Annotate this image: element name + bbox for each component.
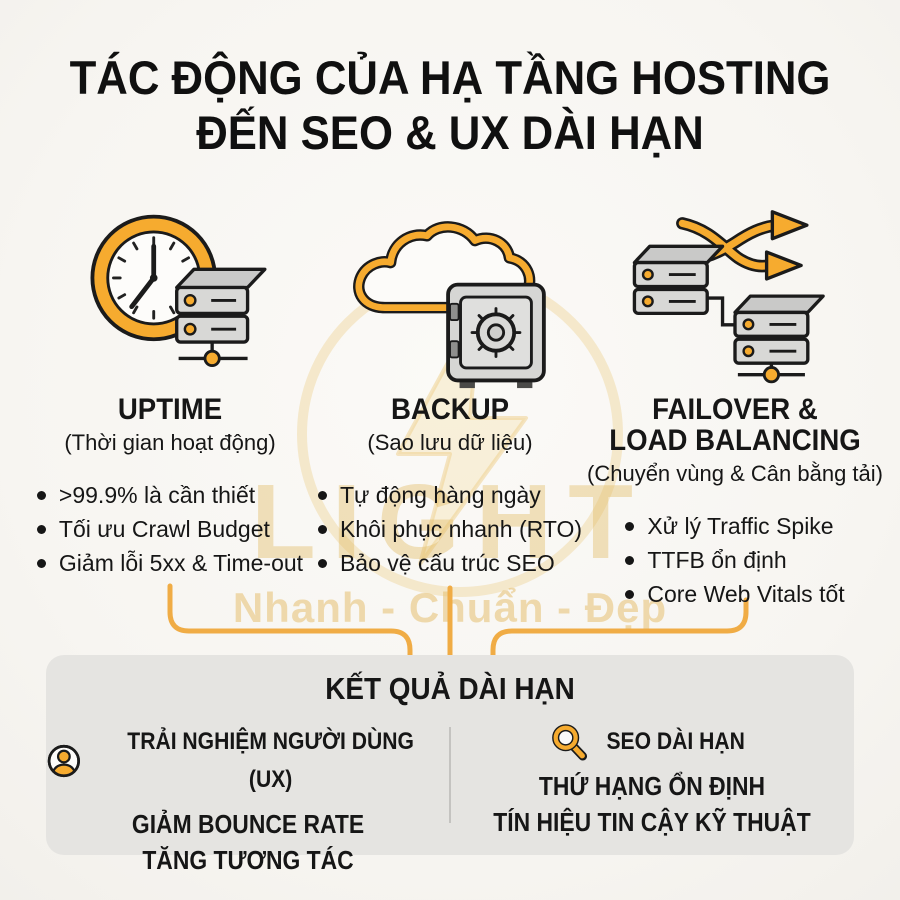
failover-bullet-list: Xử lý Traffic Spike TTFB ổn định Core We… <box>625 509 845 611</box>
list-item: Core Web Vitals tốt <box>625 577 845 611</box>
backup-heading: BACKUP <box>390 393 510 426</box>
ux-line1: GIẢM BOUNCE RATE <box>131 809 365 839</box>
page-title: TÁC ĐỘNG CỦA HẠ TẦNG HOSTING ĐẾN SEO & U… <box>32 50 869 160</box>
list-item: TTFB ổn định <box>625 543 844 577</box>
bullet-text: Xử lý Traffic Spike <box>647 513 834 539</box>
ux-lines: GIẢM BOUNCE RATE TĂNG TƯƠNG TÁC <box>46 806 450 878</box>
uptime-bullet-list: >99.9% là cần thiết Tối ưu Crawl Budget … <box>36 478 304 580</box>
result-grid: TRẢI NGHIỆM NGƯỜI DÙNG (UX) GIẢM BOUNCE … <box>46 723 854 878</box>
vertical-divider <box>449 727 451 823</box>
failover-heading: FAILOVER & <box>652 393 818 426</box>
result-panel: KẾT QUẢ DÀI HẠN TRẢI NGHIỆM NGƯỜI DÙNG (… <box>46 655 854 875</box>
column-backup: BACKUP (Sao lưu dữ liệu) Tự động hàng ng… <box>315 208 585 580</box>
ux-heading-row: TRẢI NGHIỆM NGƯỜI DÙNG (UX) <box>46 723 450 799</box>
bullet-dot-icon <box>36 558 46 568</box>
page-title-line1: TÁC ĐỘNG CỦA HẠ TẦNG HOSTING <box>69 51 831 104</box>
list-item: Tối ưu Crawl Budget <box>36 512 303 546</box>
column-failover: FAILOVER & LOAD BALANCING (Chuyển vùng &… <box>580 208 890 611</box>
cloud-safe-icon <box>315 208 585 394</box>
list-item: Xử lý Traffic Spike <box>625 509 844 543</box>
bullet-text: Tự động hàng ngày <box>339 482 541 508</box>
list-item: Khôi phục nhanh (RTO) <box>317 512 583 546</box>
failover-heading2: LOAD BALANCING <box>609 424 861 457</box>
column-uptime: UPTIME (Thời gian hoạt động) >99.9% là c… <box>25 208 315 580</box>
failover-servers-icon <box>580 208 890 394</box>
backup-bullet-list: Tự động hàng ngày Khôi phục nhanh (RTO) … <box>317 478 583 580</box>
list-item: Tự động hàng ngày <box>317 478 582 512</box>
result-seo-section: SEO DÀI HẠN THỨ HẠNG ỔN ĐỊNH TÍN HIỆU TI… <box>450 723 854 878</box>
bullet-text: Bảo vệ cấu trúc SEO <box>339 550 555 576</box>
bullet-dot-icon <box>625 589 635 599</box>
seo-heading: SEO DÀI HẠN <box>606 728 745 755</box>
seo-lines: THỨ HẠNG ỔN ĐỊNH TÍN HIỆU TIN CẬY KỸ THU… <box>450 768 854 840</box>
bullet-text: TTFB ổn định <box>647 547 787 573</box>
bullet-dot-icon <box>36 524 46 534</box>
seo-line2: TÍN HIỆU TIN CẬY KỸ THUẬT <box>493 807 811 837</box>
bullet-text: >99.9% là cần thiết <box>58 482 256 508</box>
bullet-text: Tối ưu Crawl Budget <box>58 516 270 542</box>
result-ux-section: TRẢI NGHIỆM NGƯỜI DÙNG (UX) GIẢM BOUNCE … <box>46 723 450 878</box>
ux-heading: TRẢI NGHIỆM NGƯỜI DÙNG (UX) <box>127 728 414 793</box>
user-icon <box>47 744 80 778</box>
bullet-text: Khôi phục nhanh (RTO) <box>339 516 583 542</box>
result-title: KẾT QUẢ DÀI HẠN <box>325 671 575 706</box>
list-item: Bảo vệ cấu trúc SEO <box>317 546 582 580</box>
ux-line2: TĂNG TƯƠNG TÁC <box>142 845 354 875</box>
seo-heading-row: SEO DÀI HẠN <box>450 723 854 761</box>
bullet-dot-icon <box>317 558 327 568</box>
failover-subtitle: (Chuyển vùng & Cân bằng tải) <box>587 461 883 486</box>
seo-line1: THỨ HẠNG ỔN ĐỊNH <box>538 771 766 801</box>
bullet-dot-icon <box>317 490 327 500</box>
bullet-dot-icon <box>625 521 635 531</box>
list-item: >99.9% là cần thiết <box>36 478 303 512</box>
bullet-dot-icon <box>36 490 46 500</box>
uptime-subtitle: (Thời gian hoạt động) <box>64 430 276 455</box>
bullet-text: Giảm lỗi 5xx & Time-out <box>58 550 304 576</box>
list-item: Giảm lỗi 5xx & Time-out <box>36 546 304 580</box>
clock-server-icon <box>25 208 315 394</box>
bullet-dot-icon <box>317 524 327 534</box>
bullet-dot-icon <box>625 555 635 565</box>
magnifier-icon <box>551 724 587 761</box>
bullet-text: Core Web Vitals tốt <box>647 581 845 607</box>
backup-subtitle: (Sao lưu dữ liệu) <box>367 430 533 455</box>
watermark-brand: LIGHT <box>251 463 649 581</box>
uptime-heading: UPTIME <box>117 393 223 426</box>
page-title-line2: ĐẾN SEO & UX DÀI HẠN <box>196 106 704 159</box>
